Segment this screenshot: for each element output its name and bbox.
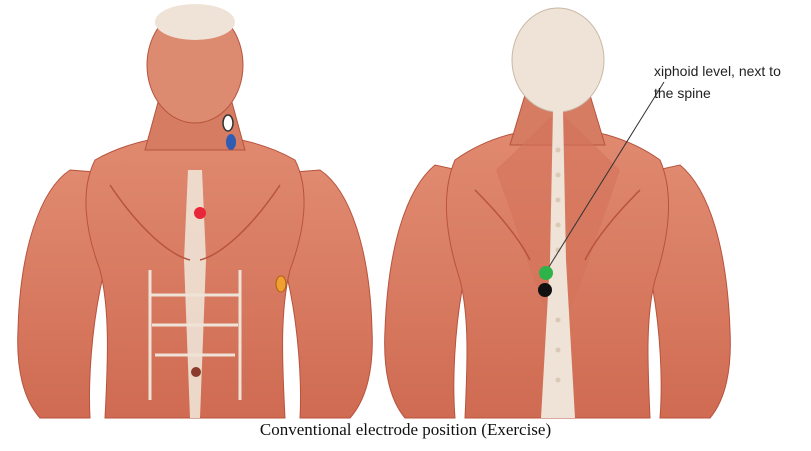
electrode-black: [538, 283, 552, 297]
electrode-orange: [276, 276, 286, 292]
electrode-green: [539, 266, 553, 280]
anatomy-front-view: [18, 4, 373, 418]
back-head: [512, 8, 604, 112]
electrode-red: [194, 207, 206, 219]
annotation-label: xiphoid level, next to the spine: [654, 60, 804, 104]
electrode-blue: [226, 134, 236, 150]
figure-caption: Conventional electrode position (Exercis…: [0, 420, 811, 440]
front-navel: [191, 367, 201, 377]
electrode-white: [223, 115, 233, 131]
front-skull-cap: [155, 4, 235, 40]
